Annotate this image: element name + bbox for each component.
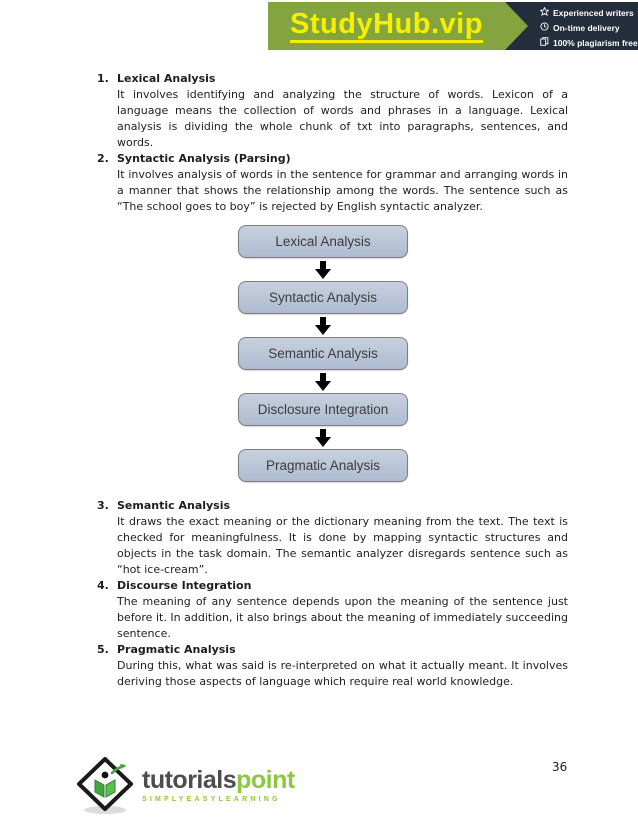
item-number: 5.: [97, 643, 109, 656]
badge-on-time-delivery: On-time delivery: [540, 22, 638, 33]
arrow-down-icon: [238, 370, 408, 393]
item-body: The meaning of any sentence depends upon…: [117, 595, 568, 640]
nlp-steps-flowchart: Lexical Analysis Syntactic Analysis Sema…: [238, 225, 408, 482]
header-logo-block: StudyHub.vip: [268, 2, 505, 50]
item-title: Semantic Analysis: [117, 499, 231, 512]
item-number: 1.: [97, 72, 109, 85]
item-number: 4.: [97, 579, 109, 592]
item-title: Syntactic Analysis (Parsing): [117, 152, 291, 165]
item-body: It draws the exact meaning or the dictio…: [117, 515, 568, 576]
tutorialspoint-logo: tutorialspoint SIMPLYEASYLEARNING: [76, 756, 295, 820]
item-number: 2.: [97, 152, 109, 165]
arrow-down-icon: [238, 314, 408, 337]
badge-plagiarism-free: 100% plagiarism free: [540, 37, 638, 48]
badge-experienced-writers: Experienced writers: [539, 6, 638, 18]
arrow-down-icon: [238, 426, 408, 449]
item-body: It involves analysis of words in the sen…: [117, 168, 568, 213]
badge-label: Experienced writers: [553, 7, 634, 18]
list-item-pragmatic-analysis: 5. Pragmatic Analysis During this, what …: [97, 642, 568, 690]
brand-text-point: point: [236, 766, 295, 794]
item-title: Lexical Analysis: [117, 72, 216, 85]
item-body: During this, what was said is re-interpr…: [117, 659, 568, 688]
item-title: Pragmatic Analysis: [117, 643, 236, 656]
list-item-semantic-analysis: 3. Semantic Analysis It draws the exact …: [97, 498, 568, 578]
flowchart-node-syntactic: Syntactic Analysis: [238, 281, 408, 314]
brand-text-tutorials: tutorials: [142, 766, 237, 794]
flowchart-node-lexical: Lexical Analysis: [238, 225, 408, 258]
tutorialspoint-wordmark: tutorialspoint SIMPLYEASYLEARNING: [142, 766, 295, 804]
brand-tagline: SIMPLYEASYLEARNING: [142, 796, 281, 803]
star-icon: [539, 6, 550, 18]
clock-icon: [540, 22, 549, 33]
header-badges: Experienced writers On-time delivery 100…: [539, 6, 638, 48]
page-number: 36: [552, 760, 568, 774]
tutorialspoint-diamond-icon: [76, 756, 138, 820]
flowchart-node-disclosure: Disclosure Integration: [238, 393, 408, 426]
arrow-down-icon: [238, 258, 408, 281]
badge-label: On-time delivery: [553, 22, 620, 33]
studyhub-logo[interactable]: StudyHub.vip: [290, 9, 483, 43]
flowchart-node-pragmatic: Pragmatic Analysis: [238, 449, 408, 482]
list-item-discourse-integration: 4. Discourse Integration The meaning of …: [97, 578, 568, 642]
list-item-syntactic-analysis: 2. Syntactic Analysis (Parsing) It invol…: [97, 151, 568, 215]
flowchart-node-semantic: Semantic Analysis: [238, 337, 408, 370]
badge-label: 100% plagiarism free: [553, 37, 638, 48]
copy-icon: [540, 37, 549, 48]
item-title: Discourse Integration: [117, 579, 252, 592]
list-item-lexical-analysis: 1. Lexical Analysis It involves identify…: [97, 71, 568, 151]
page-content: 1. Lexical Analysis It involves identify…: [97, 71, 568, 690]
item-body: It involves identifying and analyzing th…: [117, 88, 568, 149]
item-number: 3.: [97, 499, 109, 512]
